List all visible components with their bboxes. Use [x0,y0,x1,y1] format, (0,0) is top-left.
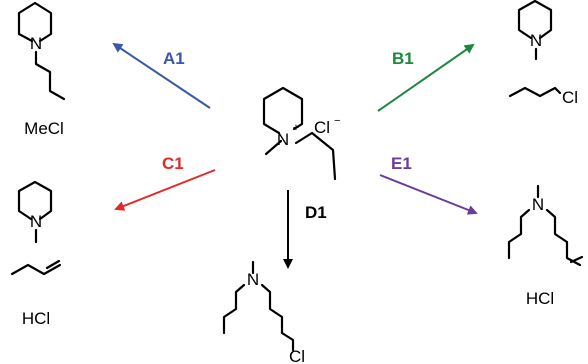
reactant-butyl-chain [294,131,337,181]
product-e1-pentenyl-chain [545,208,582,267]
label-a1: A1 [163,49,185,68]
product-a1-piperidine-ring [17,1,53,43]
label-d1: D1 [305,203,327,222]
pathway-c1: C1 [114,154,216,211]
product-b1: N Cl [508,0,578,107]
pathway-a1: A1 [112,42,211,109]
product-c1-butene-chain [10,263,62,276]
product-d1-chlorine-atom: Cl [289,347,305,364]
product-c1-byproduct: HCl [22,309,50,328]
product-e1-nitrogen-atom: N [532,195,544,214]
reactant-nitrogen-atom: N [277,130,289,149]
arrow-b1 [377,43,475,112]
pathway-d1: D1 [283,190,327,269]
pathway-b1: B1 [377,43,475,112]
product-c1-piperidine-ring [17,180,53,221]
product-b1-chlorine-atom: Cl [562,88,578,107]
arrow-a1 [112,42,211,109]
reactant-positive-charge: + [293,122,299,134]
arrow-c1 [114,169,216,211]
product-a1: N MeCl [17,1,66,138]
pathway-e1: E1 [379,154,478,215]
product-c1-nitrogen-atom: N [30,212,42,231]
product-e1-butyl-chain [507,208,531,260]
product-d1-nitrogen-atom: N [247,270,259,289]
product-c1-butene-double-bond [45,259,61,270]
product-d1-chloropentyl-chain [260,283,295,352]
product-e1-byproduct: HCl [526,289,554,308]
product-d1: N Cl [222,260,305,364]
reactant-chloride-counterion: Cl [314,118,330,137]
label-c1: C1 [162,154,184,173]
reactant-molecule: N + Cl − [262,86,340,181]
arrow-e1 [379,174,478,215]
product-b1-chlorobutane-chain [508,86,562,98]
label-b1: B1 [392,49,414,68]
product-e1: N HCl [507,184,584,308]
product-a1-byproduct: MeCl [24,119,64,138]
product-a1-nitrogen-atom: N [30,34,42,53]
product-c1: N HCl [10,180,62,328]
reactant-methyl-bond [264,139,283,156]
product-e1-double-bond [569,255,584,264]
label-e1: E1 [391,154,412,173]
product-b1-piperidine-ring [517,0,553,40]
product-d1-butyl-chain [222,283,246,335]
reactant-chloride-charge: − [334,115,340,127]
reactant-piperidine-ring [262,86,304,135]
product-b1-nitrogen-atom: N [530,31,542,50]
product-a1-butyl-chain [34,50,66,101]
